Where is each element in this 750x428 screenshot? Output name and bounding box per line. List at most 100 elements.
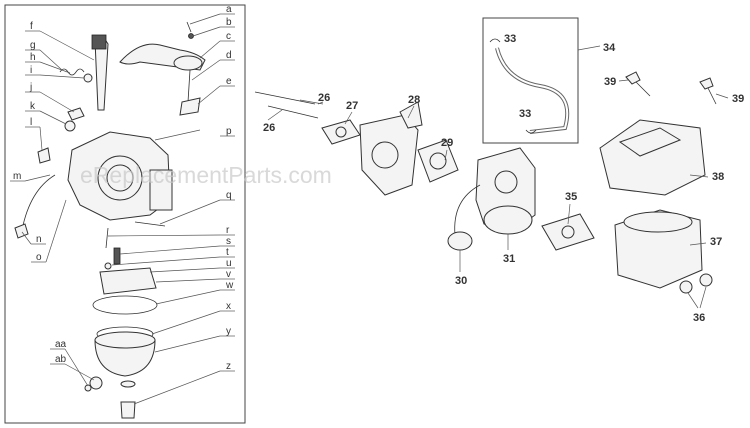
label-g: g (30, 40, 36, 51)
letter-leaders (10, 13, 235, 405)
bowl-bolt-z (120, 401, 136, 419)
label-39-left: 39 (604, 76, 616, 88)
washer-z (120, 380, 136, 388)
label-e: e (226, 76, 232, 87)
screw-k (64, 120, 76, 132)
choke-rod (187, 69, 191, 103)
carburetor-bore-inner (106, 164, 134, 192)
label-26-lower: 26 (263, 122, 275, 134)
label-d: d (226, 50, 232, 61)
clamp-33-upper (489, 38, 501, 43)
fuel-line-inset-frame (482, 17, 579, 144)
number-leaders (267, 45, 729, 309)
label-33-lower: 33 (519, 108, 531, 120)
label-v: v (226, 269, 231, 280)
label-38: 38 (712, 171, 724, 183)
float-v (99, 267, 157, 295)
spring-h (59, 68, 85, 76)
label-r: r (226, 225, 230, 236)
label-c: c (226, 31, 231, 42)
label-37: 37 (710, 236, 722, 248)
nut-36-a (679, 280, 693, 294)
label-31: 31 (503, 253, 515, 265)
label-b: b (226, 17, 232, 28)
number-labels: 26 26 27 28 29 30 31 33 33 34 35 36 37 3… (263, 33, 744, 324)
label-j: j (29, 82, 32, 93)
gasket-29-hole (429, 152, 447, 170)
label-w: w (225, 280, 234, 291)
label-26-upper: 26 (318, 92, 330, 104)
gasket-27-hole (335, 126, 347, 138)
label-t: t (226, 247, 229, 258)
air-cleaner-cover-37-top (623, 211, 693, 233)
label-33-upper: 33 (504, 33, 516, 45)
choke-plate (179, 97, 201, 116)
label-30: 30 (455, 275, 467, 287)
carburetor-detail-frame (4, 4, 246, 424)
float-bowl-rim (94, 331, 156, 349)
float-needle-r (105, 227, 109, 249)
idle-screw-l (37, 147, 51, 164)
label-29: 29 (441, 137, 453, 149)
letter-labels: a b c d e f g h i j k l m n o p q r s t … (13, 4, 234, 372)
label-z: z (226, 361, 231, 372)
insulator-28-bore (371, 141, 399, 169)
label-i: i (30, 65, 32, 76)
primer-bulb-30 (447, 231, 473, 251)
label-l: l (30, 117, 32, 128)
label-ab: ab (55, 354, 67, 365)
screw-39-a-shank (635, 81, 651, 97)
label-35: 35 (565, 191, 577, 203)
stud-26-upper (254, 91, 316, 105)
insulator-28-tab (399, 101, 423, 129)
throttle-lever-top (91, 34, 107, 50)
gasket-35-hole (561, 225, 575, 239)
carburetor-31-bore (494, 170, 518, 194)
pin-q (134, 221, 166, 227)
carburetor-31-bowl (483, 205, 533, 235)
label-o: o (36, 252, 42, 263)
label-x: x (226, 301, 231, 312)
drain-washer-aa (84, 384, 92, 392)
fuel-tube-m (21, 174, 56, 231)
label-f: f (30, 21, 33, 32)
fuel-line-34 (495, 47, 570, 134)
label-a: a (226, 4, 232, 15)
washer-i (83, 73, 93, 83)
jet-t (104, 262, 112, 270)
label-p: p (226, 126, 232, 137)
fuel-fitting-n (14, 223, 29, 239)
float-bowl-y (94, 339, 156, 377)
label-m: m (13, 171, 21, 182)
label-27: 27 (346, 100, 358, 112)
screw-a (186, 21, 192, 33)
watermark: eReplacementParts.com (80, 162, 332, 188)
carburetor-flange (149, 169, 173, 211)
screw-39-b (699, 77, 714, 90)
drain-screw-ab (89, 376, 103, 390)
screw-39-a (625, 71, 641, 85)
jet-s (113, 247, 121, 265)
fuel-line-34-core (496, 47, 569, 133)
washer-b (188, 33, 194, 39)
label-34: 34 (603, 42, 616, 54)
label-y: y (226, 326, 231, 337)
air-cleaner-base-38-neck (618, 127, 682, 157)
label-39-right: 39 (732, 93, 744, 105)
label-q: q (226, 190, 232, 201)
label-28: 28 (408, 94, 420, 106)
label-u: u (226, 258, 232, 269)
stud-26-lower (267, 105, 319, 119)
label-h: h (30, 52, 36, 63)
label-k: k (30, 101, 36, 112)
screw-39-b-shank (707, 87, 717, 105)
gasket-w (92, 295, 158, 315)
label-aa: aa (55, 339, 67, 350)
clamp-33-lower (525, 129, 537, 134)
primer-line-30 (454, 184, 481, 236)
nut-36-b (699, 273, 713, 287)
label-n: n (36, 234, 42, 245)
label-36: 36 (693, 312, 705, 324)
label-s: s (226, 236, 231, 247)
